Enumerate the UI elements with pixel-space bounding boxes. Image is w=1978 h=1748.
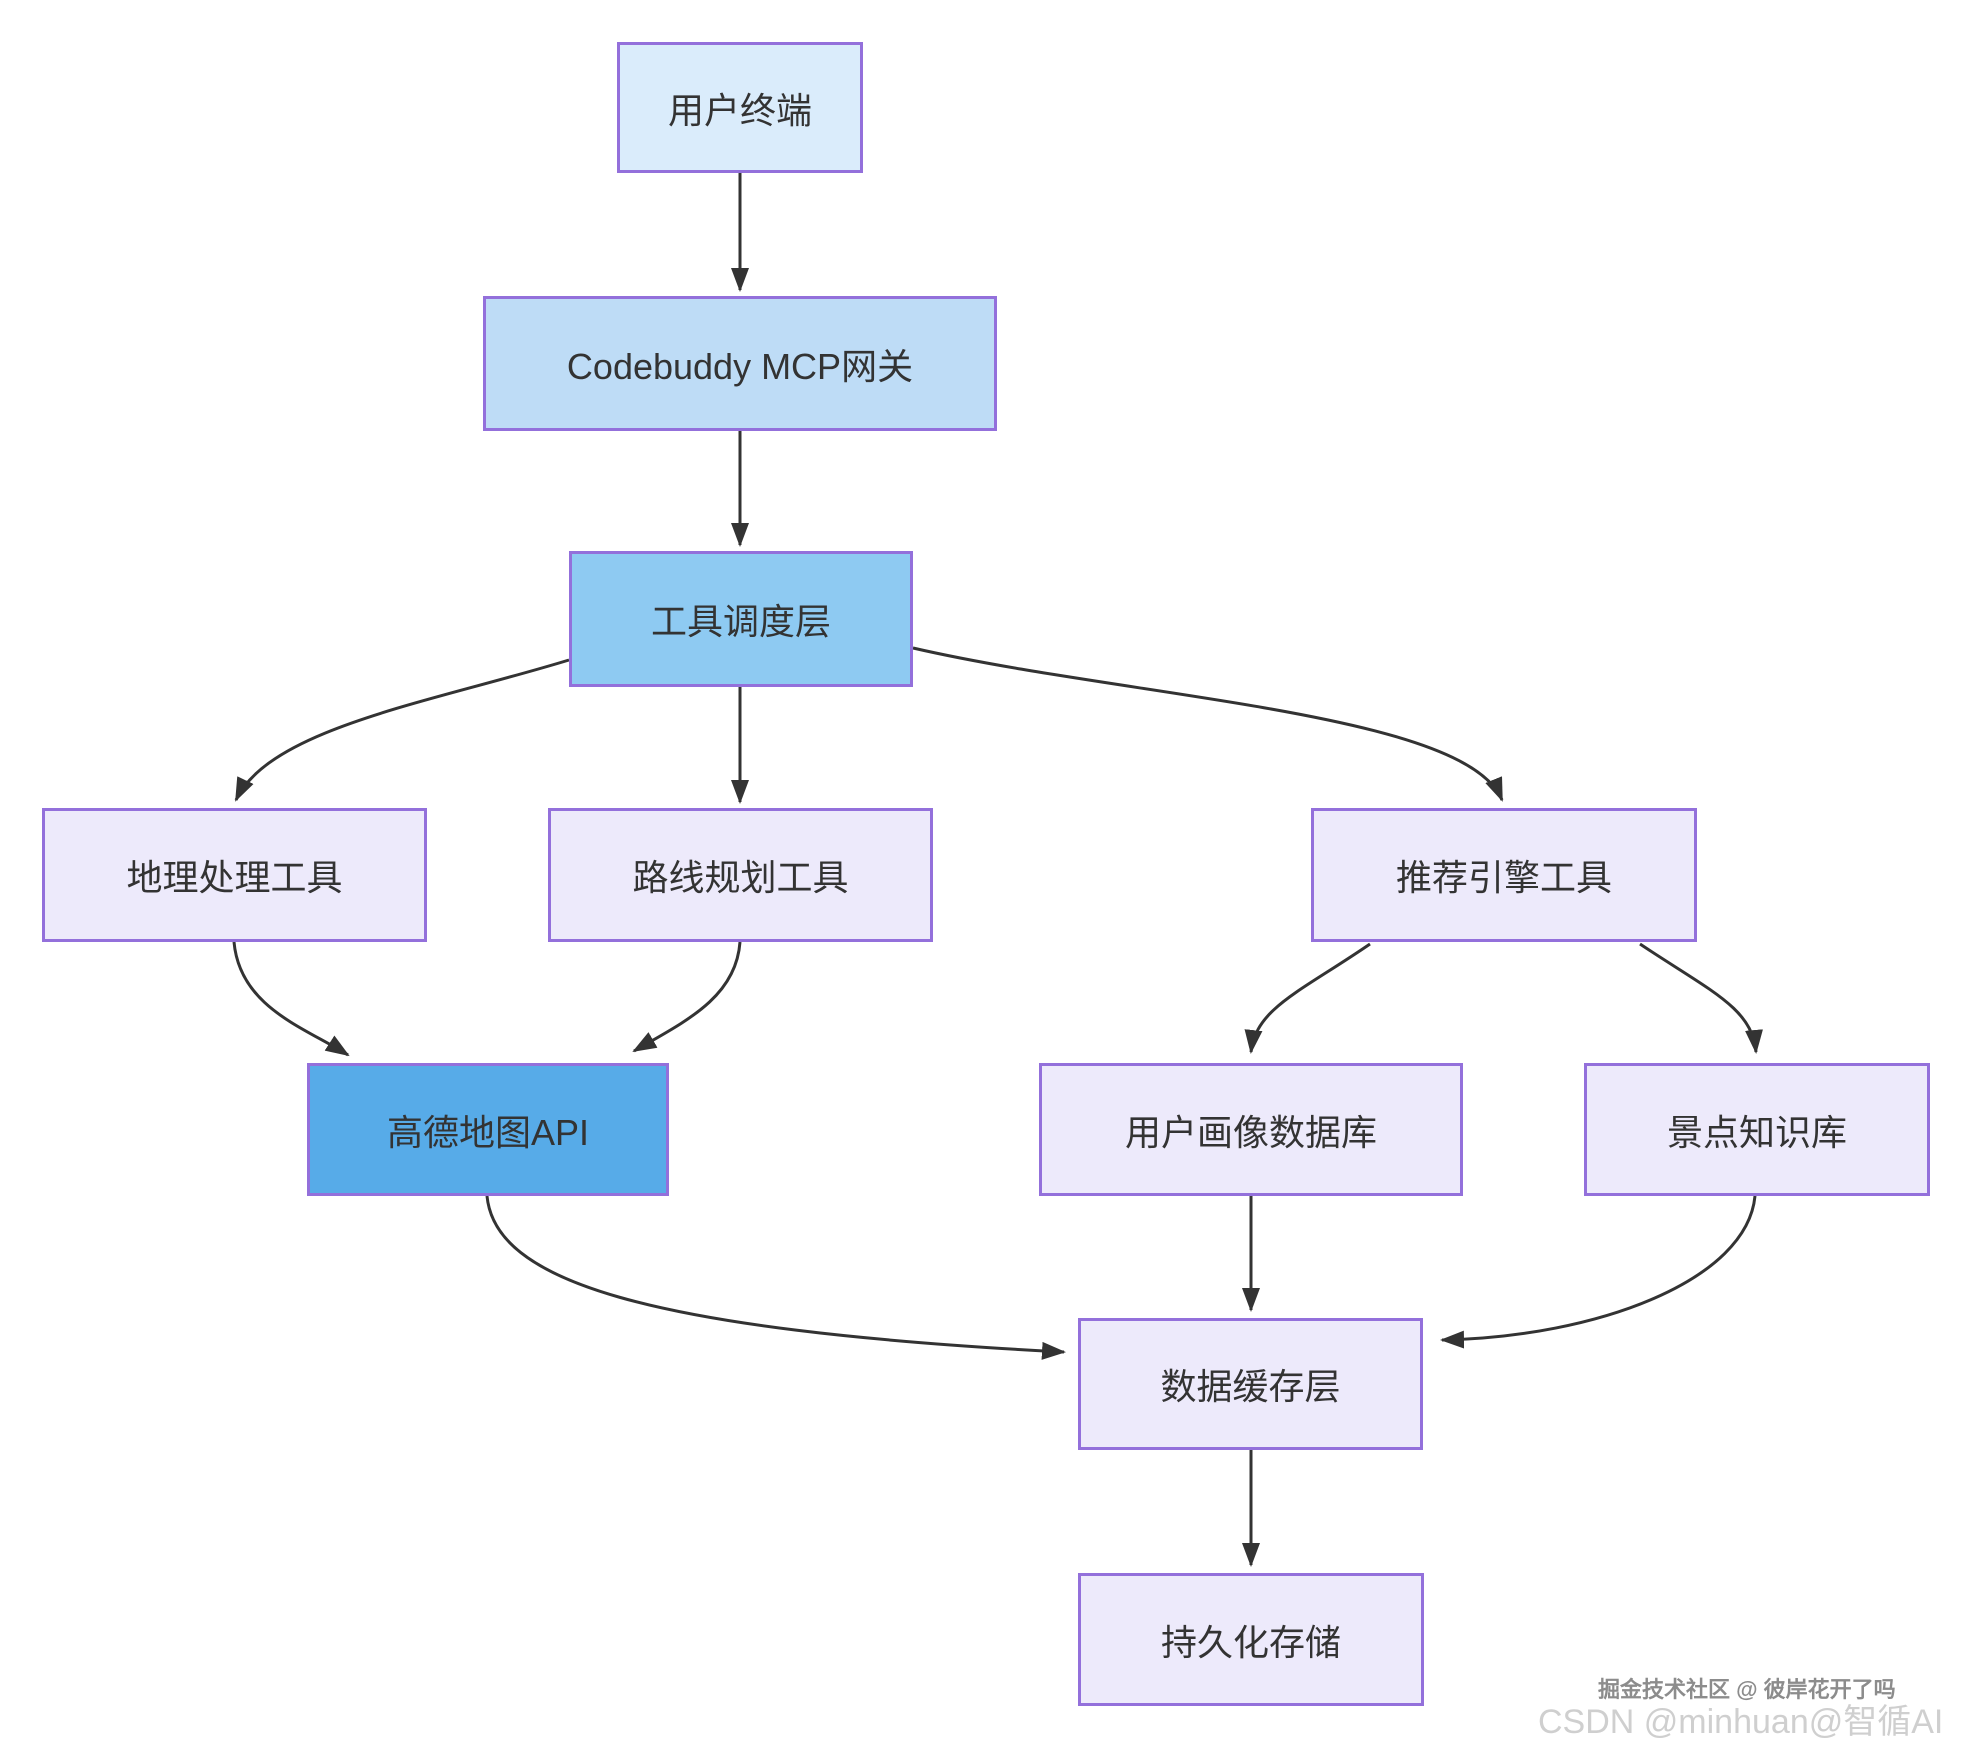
node-profile-db: 用户画像数据库 [1039,1063,1463,1196]
node-mcp-gateway: Codebuddy MCP网关 [483,296,997,431]
edge-amap-api-to-cache-layer [485,1195,1066,1360]
node-user-terminal-label: 用户终端 [667,89,812,131]
node-recommend-tool: 推荐引擎工具 [1311,808,1697,942]
node-mcp-gateway-label: Codebuddy MCP网关 [566,345,914,387]
node-route-tool: 路线规划工具 [548,808,933,942]
node-persistent-storage-label: 持久化存储 [1160,1621,1341,1663]
node-recommend-tool-label: 推荐引擎工具 [1395,857,1612,898]
node-persistent-storage: 持久化存储 [1078,1573,1424,1706]
node-tool-scheduler-label: 工具调度层 [650,601,831,642]
node-knowledge-base-label: 景点知识库 [1666,1111,1847,1153]
node-amap-api-label: 高德地图API [386,1111,590,1153]
watermark-juejin: 掘金技术社区 @ 彼岸花开了吗 [1598,1677,1896,1702]
node-amap-api: 高德地图API [307,1063,669,1196]
node-profile-db-label: 用户画像数据库 [1124,1111,1377,1153]
node-cache-layer-label: 数据缓存层 [1160,1366,1341,1407]
watermark-csdn: CSDN @minhuan@智循AI [1538,1703,1944,1741]
node-tool-scheduler: 工具调度层 [569,551,913,687]
edge-recommend-to-profile-db [1244,942,1371,1054]
node-geo-tool: 地理处理工具 [42,808,427,942]
node-knowledge-base: 景点知识库 [1584,1063,1930,1196]
node-user-terminal: 用户终端 [617,42,863,173]
edge-scheduler-to-geo-tool [234,658,570,802]
edge-recommend-to-knowledge [1639,942,1763,1054]
edge-route-tool-to-amap-api [632,941,742,1053]
edge-geo-tool-to-amap-api [232,941,350,1057]
edge-scheduler-to-recommend [912,646,1504,802]
node-route-tool-label: 路线规划工具 [632,857,849,898]
edge-knowledge-to-cache-layer [1440,1195,1757,1349]
node-cache-layer: 数据缓存层 [1078,1318,1423,1450]
node-geo-tool-label: 地理处理工具 [126,857,343,898]
